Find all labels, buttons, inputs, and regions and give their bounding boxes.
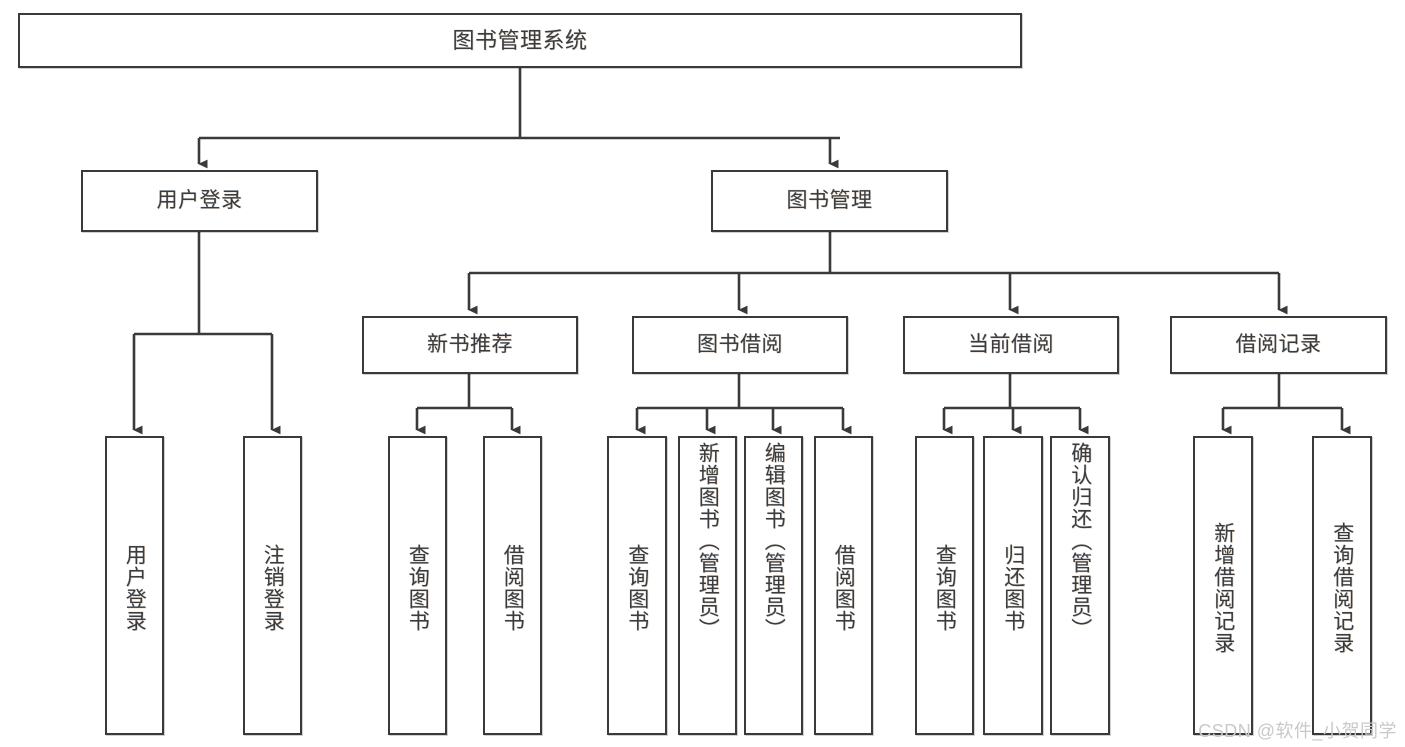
node-label: 确认归还（管理员） <box>1068 442 1092 640</box>
node-label: 图书管理 <box>786 188 873 212</box>
node-borrow-record[interactable]: 借阅记录 <box>1170 316 1387 374</box>
leaf-text-wrap: 归还图书 <box>985 438 1041 733</box>
leaf-node-query-borrow-record[interactable]: 查询借阅记录 <box>1312 436 1372 735</box>
leaf-text-wrap: 借阅图书 <box>816 438 871 733</box>
leaf-node-add-borrow-record[interactable]: 新增借阅记录 <box>1193 436 1253 735</box>
node-new-book-recommend[interactable]: 新书推荐 <box>362 316 578 374</box>
node-book-management[interactable]: 图书管理 <box>711 170 948 232</box>
node-label: 借阅图书 <box>832 543 856 632</box>
leaf-text-wrap: 新增借阅记录 <box>1195 438 1251 733</box>
node-label: 当前借阅 <box>968 332 1054 356</box>
node-book-borrow[interactable]: 图书借阅 <box>632 316 848 374</box>
leaf-node-borrow-book[interactable]: 借阅图书 <box>814 436 873 735</box>
leaf-node-query-book-borrow[interactable]: 查询图书 <box>607 436 667 735</box>
csdn-watermark: CSDN @软件_小贺同学 <box>1198 721 1397 741</box>
leaf-text-wrap: 借阅图书 <box>485 438 540 733</box>
leaf-text-wrap: 新增图书（管理员） <box>680 438 735 733</box>
node-label: 编辑图书（管理员） <box>762 442 786 640</box>
leaf-node-query-book-current[interactable]: 查询图书 <box>915 436 974 735</box>
node-label: 查询图书 <box>933 543 957 632</box>
node-label: 新书推荐 <box>427 332 513 356</box>
node-root-book-management-system[interactable]: 图书管理系统 <box>18 13 1022 68</box>
leaf-text-wrap: 编辑图书（管理员） <box>746 438 801 733</box>
node-label: 借阅图书 <box>501 543 525 632</box>
leaf-node-query-book-newbook[interactable]: 查询图书 <box>388 436 447 735</box>
leaf-node-return-book[interactable]: 归还图书 <box>983 436 1043 735</box>
leaf-text-wrap: 查询图书 <box>917 438 972 733</box>
leaf-text-wrap: 确认归还（管理员） <box>1052 438 1108 733</box>
leaf-node-add-book-admin[interactable]: 新增图书（管理员） <box>678 436 737 735</box>
leaf-node-confirm-return-admin[interactable]: 确认归还（管理员） <box>1050 436 1110 735</box>
leaf-node-logout[interactable]: 注销登录 <box>243 436 302 735</box>
leaf-text-wrap: 查询图书 <box>609 438 665 733</box>
leaf-text-wrap: 查询图书 <box>390 438 445 733</box>
node-label: 查询图书 <box>625 543 649 632</box>
node-label: 新增借阅记录 <box>1211 521 1235 654</box>
node-label: 新增图书（管理员） <box>696 442 720 640</box>
node-label: 注销登录 <box>261 543 285 632</box>
node-label: 归还图书 <box>1001 543 1025 632</box>
node-label: 用户登录 <box>156 188 243 212</box>
leaf-text-wrap: 查询借阅记录 <box>1314 438 1370 733</box>
node-label: 借阅记录 <box>1235 332 1322 356</box>
node-label: 查询借阅记录 <box>1330 521 1354 654</box>
leaf-node-user-login[interactable]: 用户登录 <box>105 436 164 735</box>
leaf-node-borrow-book-newbook[interactable]: 借阅图书 <box>483 436 542 735</box>
leaf-text-wrap: 注销登录 <box>245 438 300 733</box>
node-label: 图书借阅 <box>697 332 783 356</box>
node-user-login[interactable]: 用户登录 <box>81 170 318 232</box>
node-label: 查询图书 <box>406 543 430 632</box>
node-current-borrow[interactable]: 当前借阅 <box>903 316 1119 374</box>
node-label: 用户登录 <box>123 543 147 632</box>
leaf-node-edit-book-admin[interactable]: 编辑图书（管理员） <box>744 436 803 735</box>
node-label: 图书管理系统 <box>452 27 588 53</box>
leaf-text-wrap: 用户登录 <box>107 438 162 733</box>
